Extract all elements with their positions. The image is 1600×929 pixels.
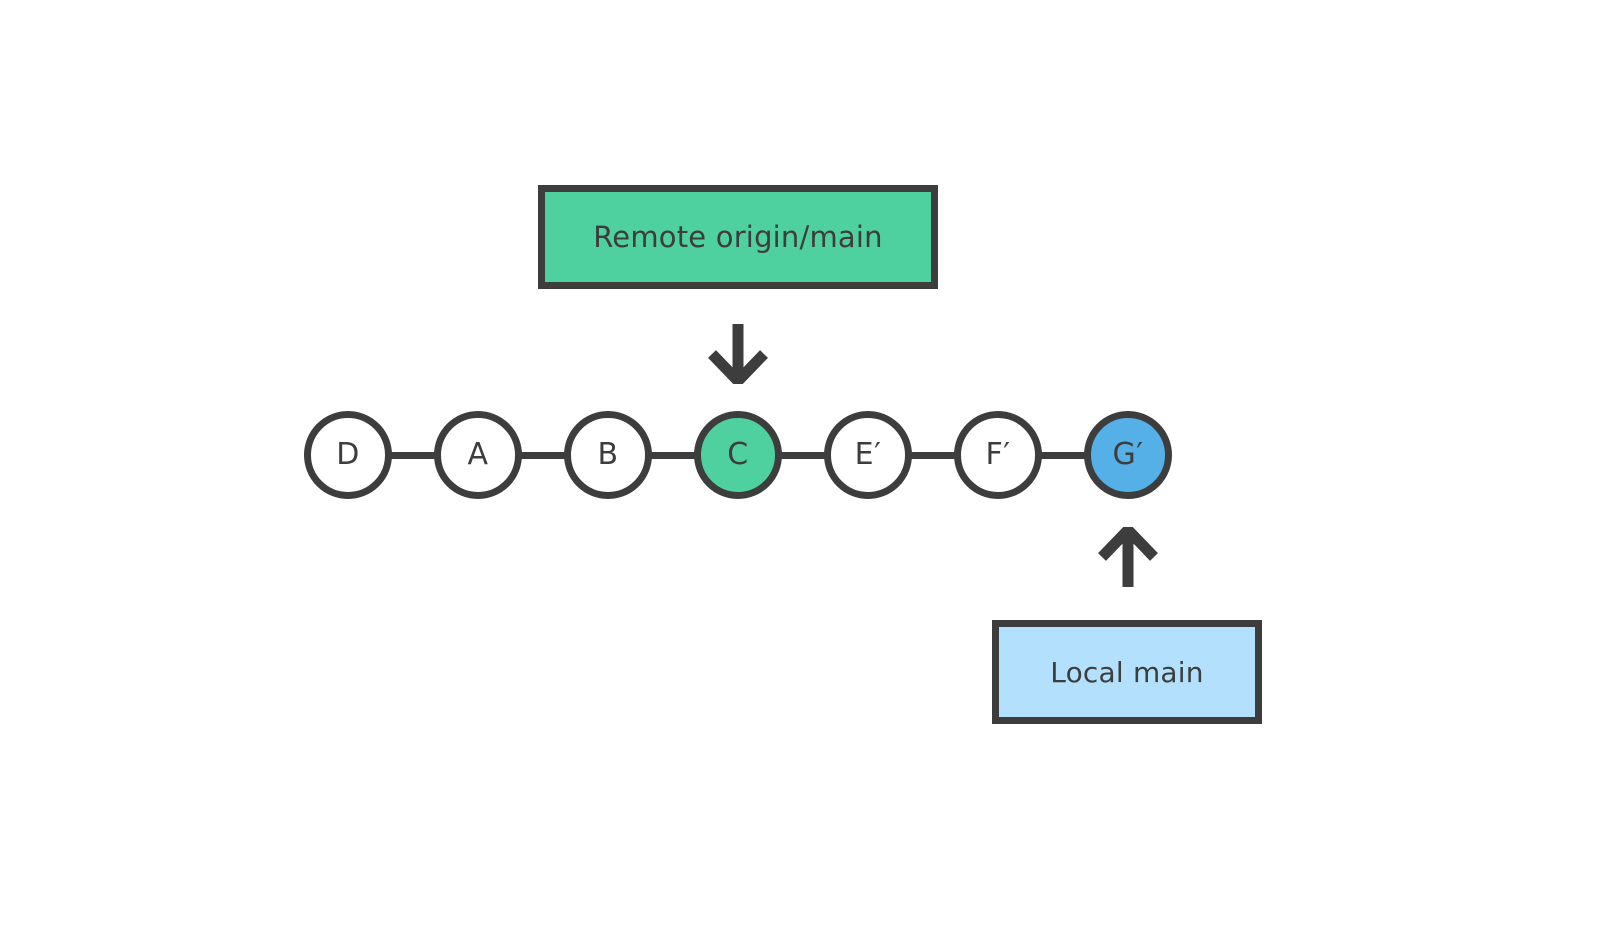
commit-node-e-prime[interactable]: E′ — [824, 411, 912, 499]
commit-node-label: C — [727, 437, 749, 472]
edge-d-a — [388, 452, 444, 459]
local-pointer-up-arrow — [1098, 527, 1158, 587]
commit-node-c[interactable]: C — [694, 411, 782, 499]
commit-node-label: E′ — [854, 437, 882, 472]
edge-e-f — [908, 452, 964, 459]
edge-f-g — [1038, 452, 1094, 459]
commit-node-label: B — [597, 437, 619, 472]
remote-branch-label-text: Remote origin/main — [593, 220, 883, 254]
commit-node-f-prime[interactable]: F′ — [954, 411, 1042, 499]
remote-pointer-down-arrow — [708, 324, 768, 384]
local-branch-label-text: Local main — [1050, 655, 1204, 689]
commit-node-label: A — [467, 437, 489, 472]
commit-node-label: G′ — [1112, 437, 1144, 472]
commit-node-d[interactable]: D — [304, 411, 392, 499]
edge-a-b — [518, 452, 574, 459]
edge-c-e — [778, 452, 834, 459]
edge-b-c — [648, 452, 704, 459]
commit-node-a[interactable]: A — [434, 411, 522, 499]
commit-node-label: F′ — [985, 437, 1011, 472]
remote-branch-label-box[interactable]: Remote origin/main — [538, 185, 938, 289]
commit-node-g-prime[interactable]: G′ — [1084, 411, 1172, 499]
local-branch-label-box[interactable]: Local main — [992, 620, 1262, 724]
commit-node-label: D — [336, 437, 360, 472]
commit-node-b[interactable]: B — [564, 411, 652, 499]
